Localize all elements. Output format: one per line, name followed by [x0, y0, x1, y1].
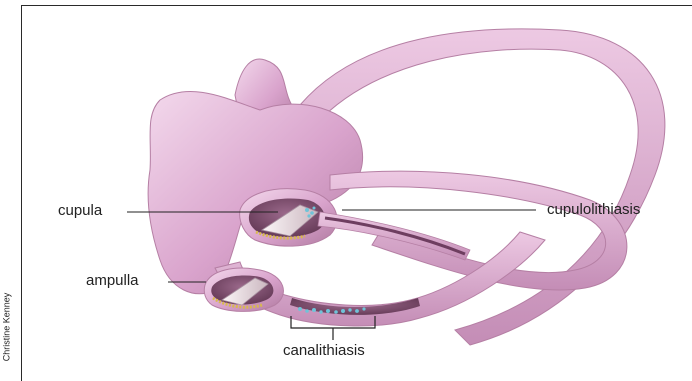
ampulla-label: ampulla	[86, 272, 139, 289]
photo-credit: Christine Kenney	[1, 293, 11, 362]
vestibule-body	[148, 91, 363, 293]
cupulolithiasis-label: cupulolithiasis	[547, 201, 640, 218]
cupula-label: cupula	[58, 202, 102, 219]
canalithiasis-label: canalithiasis	[283, 342, 365, 359]
